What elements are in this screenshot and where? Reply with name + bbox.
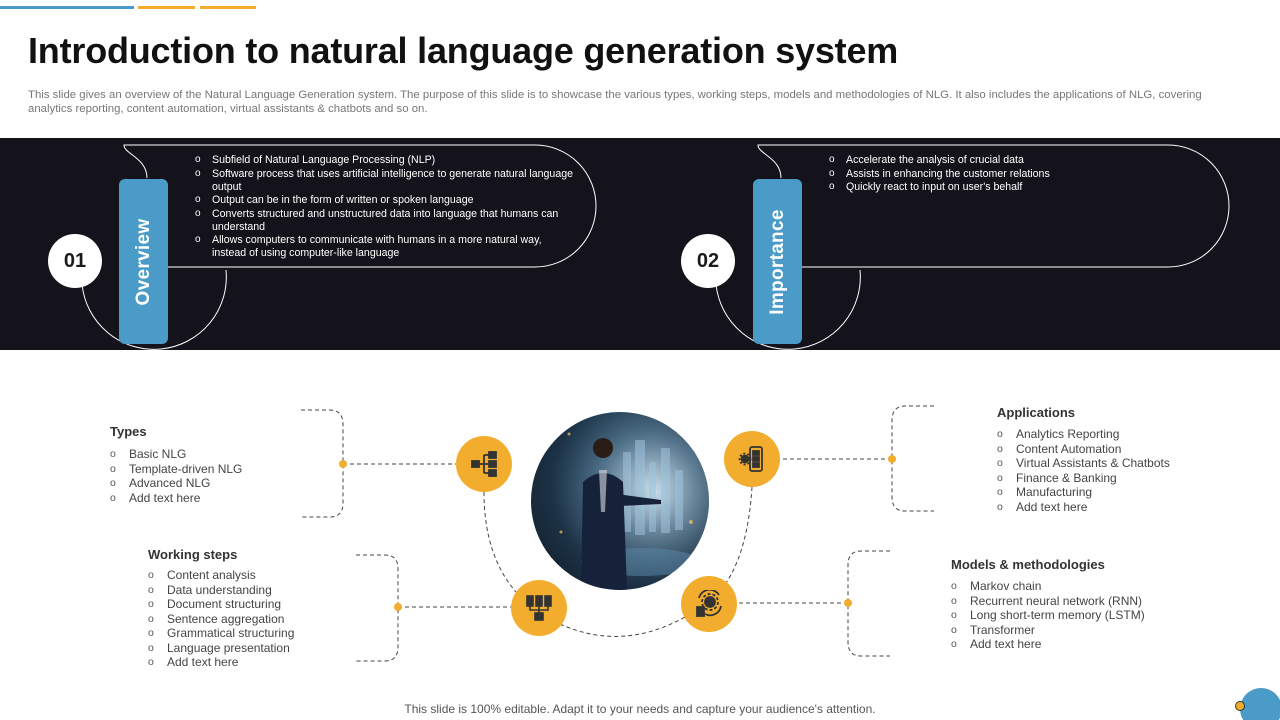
overview-item: Converts structured and unstructured dat… bbox=[194, 207, 574, 234]
hierarchy-icon bbox=[471, 451, 497, 477]
importance-list: Accelerate the analysis of crucial data … bbox=[828, 153, 1188, 195]
applications-item: Add text here bbox=[997, 500, 1170, 515]
working-steps-icon-circle bbox=[511, 580, 567, 636]
working-steps-item: Data understanding bbox=[148, 583, 294, 598]
importance-number: 02 bbox=[681, 234, 735, 288]
importance-tab-label: Importance bbox=[766, 208, 788, 315]
models-item: Transformer bbox=[951, 623, 1145, 638]
accent-bar-orange bbox=[138, 6, 195, 9]
corner-decoration bbox=[1240, 688, 1280, 720]
working-steps-item: Add text here bbox=[148, 655, 294, 670]
applications-item: Finance & Banking bbox=[997, 471, 1170, 486]
accent-bar-blue bbox=[0, 6, 134, 9]
working-steps-heading: Working steps bbox=[148, 547, 238, 562]
overview-item: Software process that uses artificial in… bbox=[194, 167, 574, 194]
types-heading: Types bbox=[110, 424, 147, 439]
models-item: Long short-term memory (LSTM) bbox=[951, 608, 1145, 623]
importance-item: Accelerate the analysis of crucial data bbox=[828, 153, 1188, 167]
working-steps-item: Document structuring bbox=[148, 597, 294, 612]
models-list: Markov chain Recurrent neural network (R… bbox=[951, 579, 1145, 652]
overview-tab: Overview bbox=[119, 179, 168, 344]
types-item: Advanced NLG bbox=[110, 476, 242, 491]
models-heading: Models & methodologies bbox=[951, 557, 1105, 572]
overview-tab-label: Overview bbox=[132, 218, 154, 305]
ai-city-photo bbox=[531, 412, 709, 590]
working-steps-list: Content analysis Data understanding Docu… bbox=[148, 568, 294, 670]
importance-item: Assists in enhancing the customer relati… bbox=[828, 167, 1188, 181]
corner-dot bbox=[1235, 701, 1245, 711]
types-list: Basic NLG Template-driven NLG Advanced N… bbox=[110, 447, 242, 505]
applications-item: Virtual Assistants & Chatbots bbox=[997, 456, 1170, 471]
overview-item: Output can be in the form of written or … bbox=[194, 193, 574, 207]
slide-title: Introduction to natural language generat… bbox=[28, 30, 899, 71]
working-steps-item: Language presentation bbox=[148, 641, 294, 656]
servers-icon bbox=[526, 595, 552, 621]
overview-item: Allows computers to communicate with hum… bbox=[194, 233, 574, 260]
models-item: Add text here bbox=[951, 637, 1145, 652]
app-settings-icon bbox=[738, 446, 763, 472]
applications-item: Content Automation bbox=[997, 442, 1170, 457]
importance-item: Quickly react to input on user's behalf bbox=[828, 180, 1188, 194]
working-steps-item: Sentence aggregation bbox=[148, 612, 294, 627]
overview-number: 01 bbox=[48, 234, 102, 288]
types-icon-circle bbox=[456, 436, 512, 492]
applications-icon-circle bbox=[724, 431, 780, 487]
applications-item: Analytics Reporting bbox=[997, 427, 1170, 442]
applications-list: Analytics Reporting Content Automation V… bbox=[997, 427, 1170, 514]
types-item: Template-driven NLG bbox=[110, 462, 242, 477]
slide-subtitle: This slide gives an overview of the Natu… bbox=[28, 89, 1202, 115]
overview-item: Subfield of Natural Language Processing … bbox=[194, 153, 574, 167]
models-icon-circle bbox=[681, 576, 737, 632]
models-item: Markov chain bbox=[951, 579, 1145, 594]
types-item: Basic NLG bbox=[110, 447, 242, 462]
accent-bar-orange-2 bbox=[200, 6, 256, 9]
applications-item: Manufacturing bbox=[997, 485, 1170, 500]
overview-list: Subfield of Natural Language Processing … bbox=[194, 153, 574, 261]
applications-heading: Applications bbox=[997, 405, 1076, 420]
slide-footer: This slide is 100% editable. Adapt it to… bbox=[404, 702, 876, 716]
working-steps-item: Content analysis bbox=[148, 568, 294, 583]
types-item: Add text here bbox=[110, 491, 242, 506]
working-steps-item: Grammatical structuring bbox=[148, 626, 294, 641]
importance-tab: Importance bbox=[753, 179, 802, 344]
models-item: Recurrent neural network (RNN) bbox=[951, 594, 1145, 609]
gear-cycle-icon bbox=[696, 590, 722, 617]
